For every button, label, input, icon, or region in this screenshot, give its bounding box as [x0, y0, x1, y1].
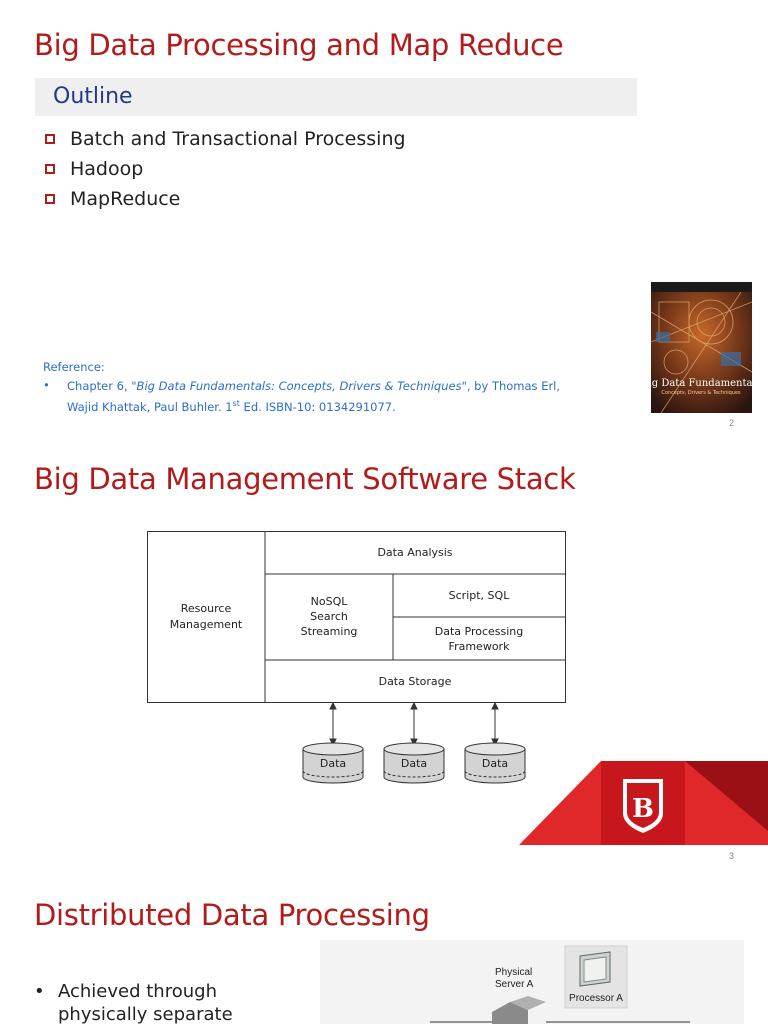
checkbox-bullet-icon: [45, 194, 55, 204]
svg-text:Data: Data: [482, 757, 508, 770]
logo-letter: B: [632, 794, 654, 824]
nosql-label: NoSQL: [311, 595, 349, 608]
data-cylinder-1: Data: [302, 742, 364, 784]
distributed-processing-figure: Processor A Physical Server A: [320, 940, 744, 1024]
data-cylinder-2: Data: [383, 742, 445, 784]
resource-management-label: Resource: [181, 602, 232, 615]
university-logo-banner: B: [519, 761, 768, 845]
data-storage-label: Data Storage: [379, 675, 452, 688]
book-cover-title: Big Data Fundamentals: [651, 378, 752, 389]
svg-text:Data: Data: [401, 757, 427, 770]
server-label: Physical: [495, 967, 532, 978]
data-processing-label: Data Processing: [435, 625, 524, 638]
svg-text:Management: Management: [170, 618, 243, 631]
reference-label: Reference:: [43, 360, 105, 374]
book-cover-image: Big Data Fundamentals Concepts, Drivers …: [651, 282, 752, 413]
list-item: Batch and Transactional Processing: [45, 124, 406, 154]
checkbox-bullet-icon: [45, 134, 55, 144]
reference-book-title: "Big Data Fundamentals: Concepts, Driver…: [131, 379, 467, 393]
processor-label: Processor A: [569, 993, 623, 1004]
svg-text:Search: Search: [310, 610, 348, 623]
slide-3: Distributed Data Processing •Achieved th…: [0, 880, 768, 1024]
reference-text: Chapter 6, "Big Data Fundamentals: Conce…: [67, 379, 561, 414]
script-sql-label: Script, SQL: [449, 589, 511, 602]
outline-header: Outline: [35, 78, 637, 116]
page-number: 2: [728, 418, 734, 428]
slide-title: Distributed Data Processing: [34, 898, 430, 932]
book-cover-subtitle: Concepts, Drivers & Techniques: [661, 390, 741, 396]
svg-text:Server A: Server A: [495, 979, 534, 990]
svg-text:Streaming: Streaming: [301, 625, 358, 638]
slide-title: Big Data Processing and Map Reduce: [34, 28, 564, 62]
outline-list: Batch and Transactional Processing Hadoo…: [45, 124, 406, 214]
slide-1: Big Data Processing and Map Reduce Outli…: [0, 0, 768, 430]
page-number: 3: [728, 851, 734, 861]
svg-text:Data: Data: [320, 757, 346, 770]
slide-2: Big Data Management Software Stack Resou…: [0, 440, 768, 870]
data-cylinder-3: Data: [464, 742, 526, 784]
list-item: MapReduce: [45, 184, 406, 214]
bullet-text: •Achieved through physically separate: [34, 981, 233, 1024]
checkbox-bullet-icon: [45, 164, 55, 174]
svg-text:Framework: Framework: [449, 640, 511, 653]
list-item: Hadoop: [45, 154, 406, 184]
outline-label: Outline: [53, 84, 133, 109]
slide-title: Big Data Management Software Stack: [34, 462, 576, 496]
software-stack-diagram: Resource Management Data Analysis NoSQL …: [147, 531, 567, 806]
reference-bullet: •: [43, 378, 50, 392]
data-analysis-label: Data Analysis: [377, 546, 452, 559]
